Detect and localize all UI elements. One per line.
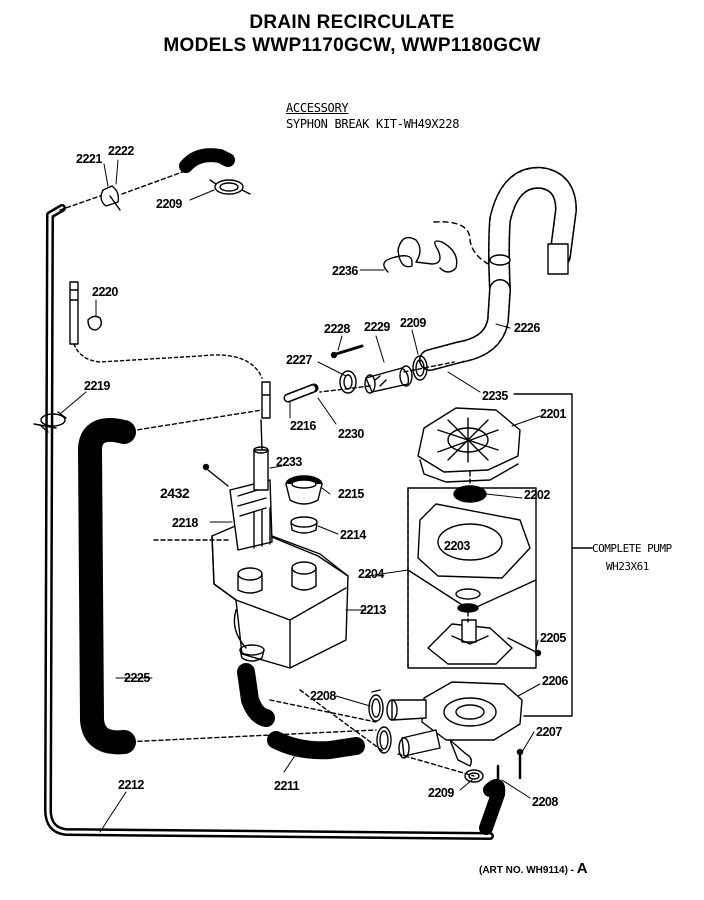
tube-2233 [253, 381, 271, 491]
fitting-2230 [283, 383, 319, 403]
label-2209-top: 2209 [156, 197, 182, 211]
hose-2211 [267, 731, 365, 760]
label-2220: 2220 [92, 285, 118, 299]
label-2225: 2225 [124, 671, 150, 685]
complete-pump-number: WH23X61 [606, 560, 649, 573]
art-number: (ART NO. WH9114) - A [479, 860, 588, 877]
label-2202: 2202 [524, 488, 550, 502]
pump-cover-2201 [417, 407, 521, 483]
impeller [427, 619, 513, 665]
label-2226: 2226 [514, 321, 540, 335]
leader-dash [59, 195, 101, 211]
label-2205: 2205 [540, 631, 566, 645]
siphon-tube-path [73, 343, 263, 379]
label-2230: 2230 [338, 427, 364, 441]
screw-2432 [202, 463, 229, 487]
label-2203: 2203 [444, 539, 470, 553]
seal-2203-lower [455, 588, 481, 613]
label-2218: 2218 [172, 516, 198, 530]
hose-2212 [44, 204, 494, 840]
assembly-dashes [123, 361, 475, 777]
label-2219: 2219 [84, 379, 110, 393]
art-number-text: (ART NO. WH9114) - [479, 865, 575, 876]
ring-2214 [290, 516, 318, 534]
elbow-hose-lower [237, 663, 275, 727]
pump-bracket-line [513, 393, 593, 717]
clamp-2221 [100, 185, 121, 211]
clamp-2219 [33, 411, 67, 433]
part-labels: 2221 2222 2209 2220 2219 2236 2228 2229 … [76, 144, 673, 809]
label-2201: 2201 [540, 407, 566, 421]
label-2235: 2235 [482, 389, 508, 403]
diagram-title: DRAIN RECIRCULATE [249, 12, 455, 33]
label-2212: 2212 [118, 778, 144, 792]
label-2206: 2206 [542, 674, 568, 688]
label-2208-lower: 2208 [532, 795, 558, 809]
screw-2205 [507, 637, 542, 657]
label-2208-upper: 2208 [310, 689, 336, 703]
label-2229: 2229 [364, 320, 390, 334]
label-2209-bottom: 2209 [428, 786, 454, 800]
label-2222: 2222 [108, 144, 134, 158]
label-2432: 2432 [160, 485, 190, 501]
cap-2215 [285, 475, 323, 505]
pump-housing-2206 [386, 681, 523, 767]
label-2215: 2215 [338, 487, 364, 501]
ring-lower-left [239, 644, 265, 662]
label-2227: 2227 [286, 353, 312, 367]
diaphragm-2202 [453, 485, 487, 503]
screw-2228 [330, 344, 364, 359]
label-2209-mid: 2209 [400, 316, 426, 330]
leader-dash [121, 169, 189, 195]
label-2204: 2204 [358, 567, 384, 581]
accessory-heading: ACCESSORY [286, 101, 349, 115]
clamp-2208-upper [368, 689, 384, 722]
elbow-hose-top [179, 148, 235, 173]
clamp-2209-top [209, 179, 251, 195]
label-2207: 2207 [536, 725, 562, 739]
syphon-break-2236 [383, 221, 493, 273]
label-2221: 2221 [76, 152, 102, 166]
label-2228: 2228 [324, 322, 350, 336]
clamp-2209-bottom [464, 769, 484, 783]
label-2214: 2214 [340, 528, 366, 542]
art-suffix: A [576, 860, 588, 877]
leader-lines [59, 159, 541, 833]
label-2211: 2211 [274, 779, 300, 793]
hose-2225 [78, 418, 136, 755]
accessory-kit: SYPHON BREAK KIT-WH49X228 [286, 117, 460, 131]
reservoir-2213 [211, 523, 349, 669]
hose-2226 [419, 166, 577, 371]
screw-2207 [516, 748, 524, 780]
complete-pump-label: COMPLETE PUMP [592, 542, 672, 555]
check-valve-2229 [364, 365, 413, 394]
elbow-hose-bottom [479, 778, 506, 835]
label-2233: 2233 [276, 455, 302, 469]
label-2213: 2213 [360, 603, 386, 617]
bracket-2218 [229, 479, 273, 551]
label-2236: 2236 [332, 264, 358, 278]
diagram-models: MODELS WWP1170GCW, WWP1180GCW [163, 35, 541, 56]
label-2216: 2216 [290, 419, 316, 433]
clamp-2208-lower [376, 726, 392, 754]
